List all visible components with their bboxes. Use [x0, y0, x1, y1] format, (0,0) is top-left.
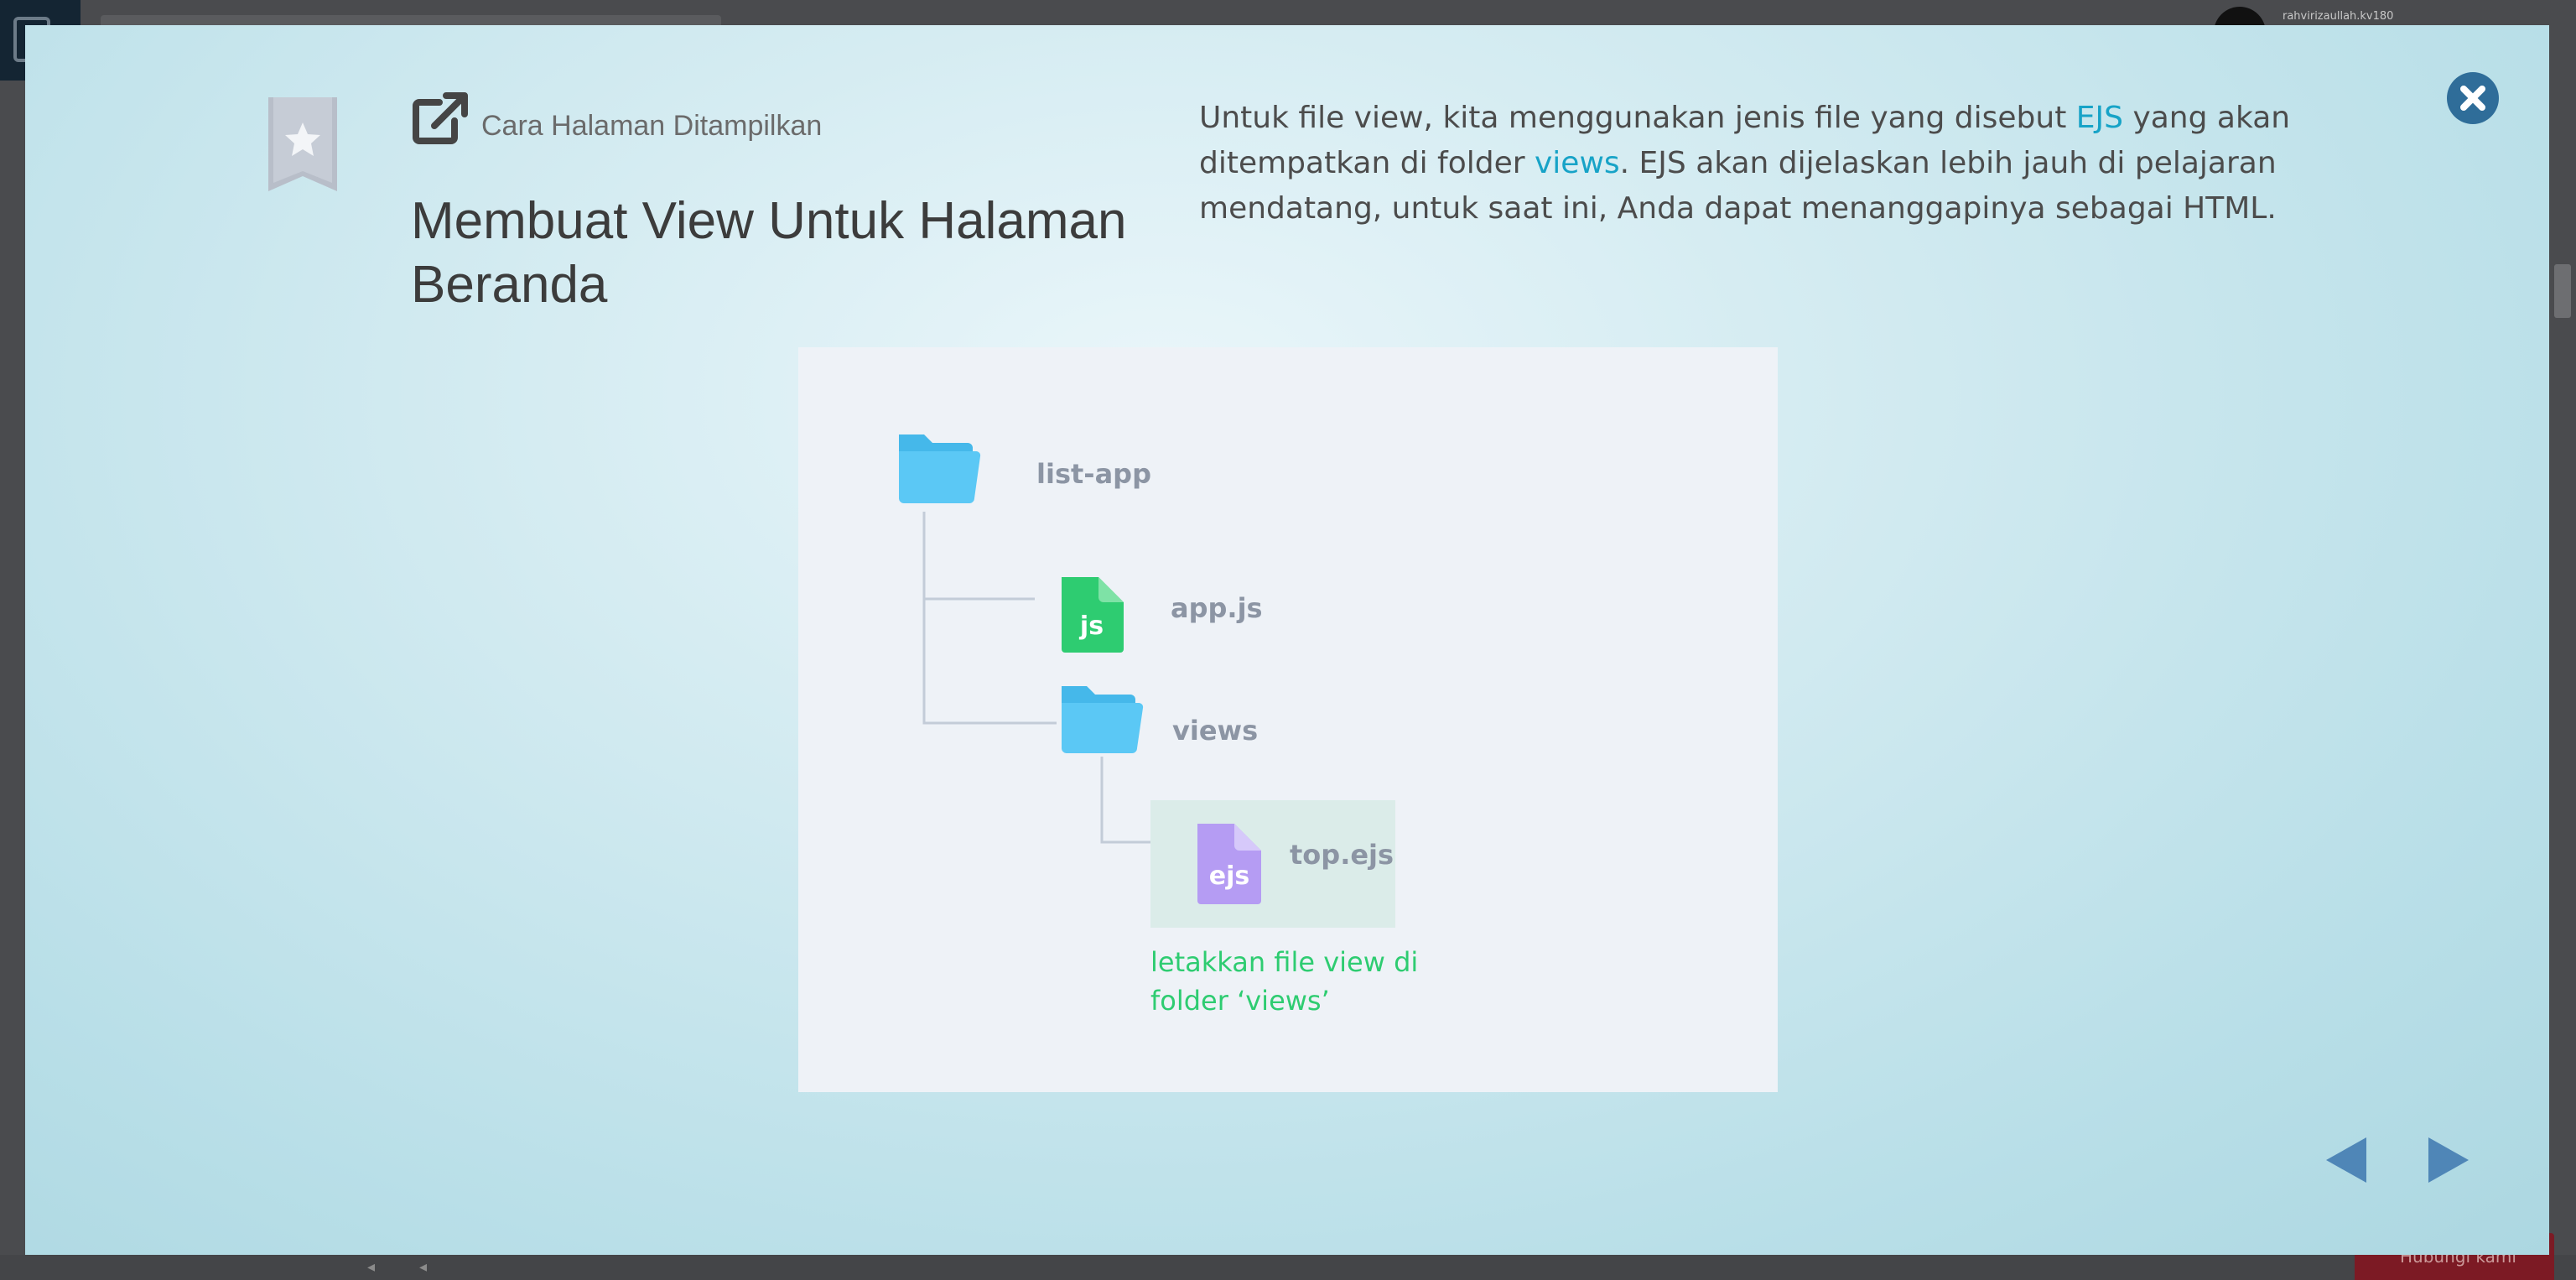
page-scrollbar — [2554, 264, 2571, 318]
close-icon[interactable] — [2447, 72, 2499, 124]
description-text: . EJS akan dijelaskan lebih jauh di pela… — [1199, 146, 2277, 226]
views-folder-label: views — [1172, 715, 1258, 747]
views-link[interactable]: views — [1535, 146, 1620, 180]
scroll-right-icon: ◂ — [419, 1258, 428, 1276]
slide-description: Untuk file view, kita menggunakan jenis … — [1199, 96, 2306, 232]
js-file-badge: js — [1079, 611, 1104, 641]
js-file-icon: js — [1062, 577, 1124, 653]
folder-icon — [899, 434, 981, 503]
next-slide-icon[interactable] — [2425, 1134, 2472, 1186]
bookmark-star-icon[interactable] — [267, 96, 339, 193]
slide-header: Cara Halaman Ditampilkan — [411, 91, 822, 146]
note-line-2: folder ‘views’ — [1150, 985, 1330, 1017]
ejs-link[interactable]: EJS — [2075, 101, 2123, 135]
slide-modal: Cara Halaman Ditampilkan Membuat View Un… — [25, 25, 2549, 1255]
slide-subtitle: Cara Halaman Ditampilkan — [481, 110, 823, 142]
ejs-file-badge: ejs — [1209, 861, 1250, 891]
note-line-1: letakkan file view di — [1150, 946, 1418, 978]
folder-icon — [1062, 686, 1144, 753]
description-text: Untuk file view, kita menggunakan jenis … — [1199, 101, 2076, 135]
slide-title: Membuat View Untuk Halaman Beranda — [411, 192, 1127, 314]
bottom-scrollbar — [0, 1255, 2576, 1280]
app-js-label: app.js — [1171, 592, 1263, 624]
root-folder-label: list-app — [1036, 458, 1151, 490]
folder-structure-diagram: list-app js app.js views ejs to — [798, 347, 1778, 1092]
ejs-file-icon: ejs — [1197, 824, 1261, 904]
top-ejs-label: top.ejs — [1290, 839, 1394, 871]
scroll-left-icon: ◂ — [367, 1258, 376, 1276]
description-text: yang akan ditempatkan di folder — [1199, 101, 2291, 180]
user-label: rahvirizaullah.kv180 — [2283, 10, 2394, 23]
previous-slide-icon[interactable] — [2323, 1134, 2370, 1186]
external-link-icon — [413, 92, 468, 144]
highlight-box — [1150, 800, 1395, 928]
tree-connector-lines — [922, 512, 1189, 844]
